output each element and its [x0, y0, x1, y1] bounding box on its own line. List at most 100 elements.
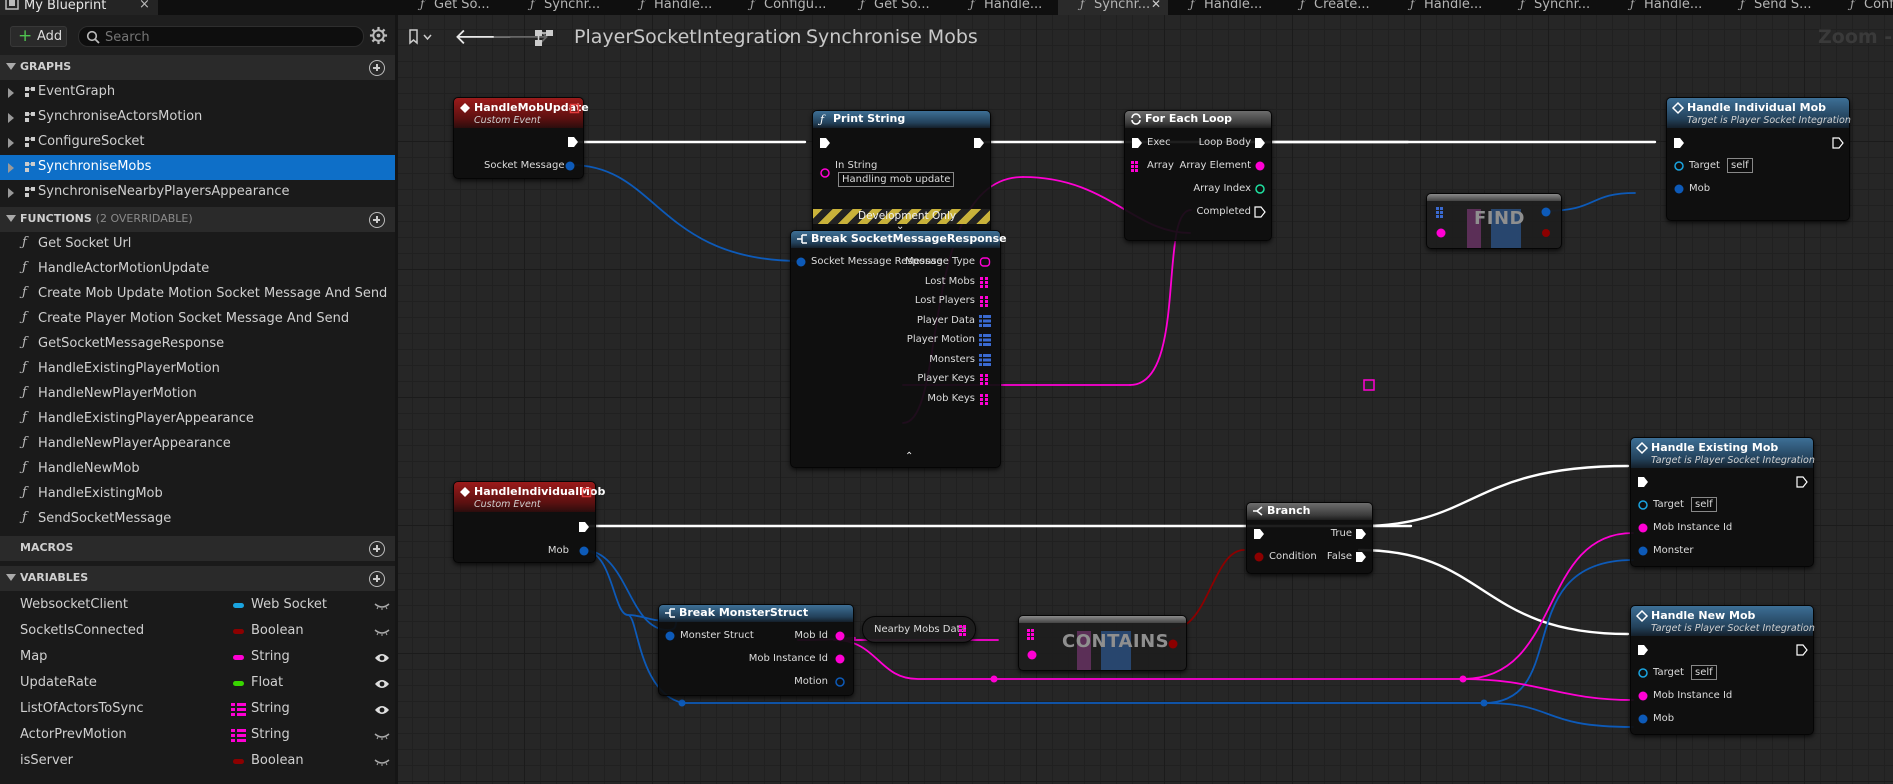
- eye-open-icon[interactable]: [374, 679, 390, 689]
- close-icon[interactable]: ×: [139, 0, 150, 12]
- array-out-pin[interactable]: [979, 353, 991, 366]
- expand-arrow-icon[interactable]: [8, 138, 14, 148]
- string-out-pin[interactable]: [834, 653, 846, 665]
- bookmark-icon[interactable]: [408, 29, 434, 45]
- exec-out-pin[interactable]: [1254, 206, 1266, 218]
- exec-in-pin[interactable]: [1131, 137, 1143, 149]
- array-in-pin[interactable]: [1435, 206, 1447, 218]
- struct-in-pin[interactable]: [1637, 713, 1649, 725]
- exec-out-pin[interactable]: [1832, 137, 1844, 149]
- close-icon[interactable]: ✕: [1151, 0, 1162, 11]
- self-field[interactable]: self: [1691, 665, 1717, 680]
- node-handle-new-mob[interactable]: Handle New Mob Target is Player Socket I…: [1630, 605, 1815, 735]
- add-button[interactable]: + Add: [10, 26, 67, 47]
- section-functions[interactable]: FUNCTIONS (2 OVERRIDABLE): [0, 207, 395, 232]
- expand-arrow-icon[interactable]: [8, 163, 14, 173]
- object-in-pin[interactable]: [1637, 667, 1649, 679]
- eye-closed-icon[interactable]: [374, 627, 390, 637]
- bool-out-pin[interactable]: [1540, 227, 1552, 239]
- struct-in-pin[interactable]: [1673, 183, 1685, 195]
- struct-out-pin[interactable]: [1540, 206, 1552, 218]
- exec-out-pin[interactable]: [1355, 551, 1367, 563]
- exec-in-pin[interactable]: [1673, 137, 1685, 149]
- node-nearby-mobs-data[interactable]: Nearby Mobs Data: [862, 616, 976, 643]
- string-in-pin[interactable]: [1637, 522, 1649, 534]
- struct-out-pin[interactable]: [834, 676, 846, 688]
- eye-open-icon[interactable]: [374, 653, 390, 663]
- string-in-pin[interactable]: [1026, 649, 1038, 661]
- eye-closed-icon[interactable]: [374, 731, 390, 741]
- graph-item[interactable]: ConfigureSocket: [0, 130, 395, 155]
- exec-out-pin[interactable]: [578, 521, 590, 533]
- expand-arrow-icon[interactable]: [8, 113, 14, 123]
- string-in-pin[interactable]: [1637, 690, 1649, 702]
- expand-arrow-icon[interactable]: [6, 63, 16, 70]
- exec-out-pin[interactable]: [567, 136, 579, 148]
- delegate-pin[interactable]: [569, 103, 580, 114]
- node-print-string[interactable]: ƒ Print String In String Handling mob up…: [812, 110, 991, 239]
- delegate-pin[interactable]: [581, 487, 592, 498]
- chevron-up-icon[interactable]: ⌃: [905, 451, 914, 462]
- graph-item[interactable]: EventGraph: [0, 80, 395, 105]
- node-contains[interactable]: CONTAINS: [1018, 615, 1187, 671]
- in-string-field[interactable]: Handling mob update: [838, 172, 955, 187]
- node-handle-existing-mob[interactable]: Handle Existing Mob Target is Player Soc…: [1630, 437, 1815, 567]
- node-find[interactable]: FIND: [1426, 193, 1562, 249]
- object-in-pin[interactable]: [1673, 160, 1685, 172]
- eye-closed-icon[interactable]: [374, 601, 390, 611]
- add-circle-icon[interactable]: [369, 60, 385, 76]
- node-for-each-loop[interactable]: For Each Loop Exec Array Loop Body Array…: [1124, 110, 1272, 241]
- node-handle-individual-mob-event[interactable]: HandleIndividualMob Custom Event Mob: [453, 481, 605, 563]
- section-variables[interactable]: VARIABLES: [0, 566, 395, 591]
- exec-out-pin[interactable]: [1355, 528, 1367, 540]
- bool-in-pin[interactable]: [1253, 551, 1265, 563]
- section-macros[interactable]: MACROS: [0, 536, 395, 561]
- expand-arrow-icon[interactable]: [6, 574, 16, 581]
- string-out-pin[interactable]: [1254, 160, 1266, 172]
- section-graphs[interactable]: GRAPHS: [0, 55, 395, 80]
- exec-out-pin[interactable]: [1254, 137, 1266, 149]
- graph-item[interactable]: SynchroniseMobs: [0, 155, 395, 180]
- search-box[interactable]: [78, 26, 364, 47]
- array-out-pin[interactable]: [979, 373, 991, 385]
- exec-out-pin[interactable]: [1796, 476, 1808, 488]
- string-in-pin[interactable]: [1435, 227, 1447, 239]
- array-out-pin[interactable]: [958, 624, 970, 636]
- self-field[interactable]: self: [1727, 158, 1753, 173]
- exec-in-pin[interactable]: [1253, 528, 1265, 540]
- tab-my-blueprint[interactable]: My Blueprint ×: [0, 0, 158, 15]
- node-branch[interactable]: Branch Condition True False: [1246, 502, 1373, 574]
- graph-item[interactable]: SynchroniseActorsMotion: [0, 105, 395, 130]
- expand-arrow-icon[interactable]: [8, 88, 14, 98]
- node-break-monster-struct[interactable]: Break MonsterStruct Monster Struct Mob I…: [658, 604, 854, 696]
- node-handle-mob-update[interactable]: HandleMobUpdate Custom Event Socket Mess…: [453, 97, 589, 179]
- int-out-pin[interactable]: [1254, 183, 1266, 195]
- graph-item[interactable]: SynchroniseNearbyPlayersAppearance: [0, 180, 395, 205]
- graph-editor[interactable]: 🡐 🡒 PlayerSocketIntegration › Synchronis…: [398, 15, 1893, 784]
- bool-out-pin[interactable]: [1167, 638, 1179, 650]
- add-circle-icon[interactable]: [369, 212, 385, 228]
- doc-tab[interactable]: ƒConfigu...: [1828, 0, 1893, 15]
- string-out-pin[interactable]: [834, 630, 846, 642]
